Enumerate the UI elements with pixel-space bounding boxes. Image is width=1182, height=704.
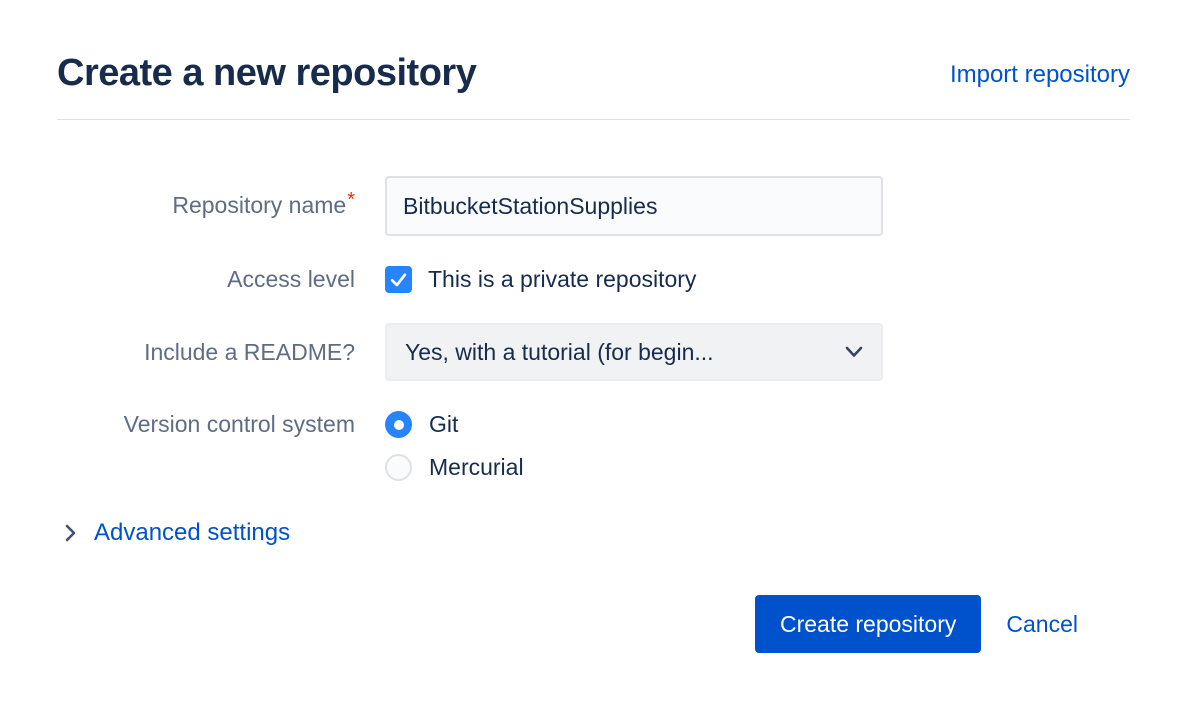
- import-repository-link[interactable]: Import repository: [949, 61, 1130, 88]
- radio-option-git[interactable]: Git: [385, 411, 524, 439]
- git-radio[interactable]: [385, 411, 412, 439]
- check-icon: [390, 273, 407, 287]
- include-readme-label: Include a README?: [144, 338, 355, 365]
- repository-name-label-text: Repository name: [172, 192, 347, 219]
- repository-name-row: Repository name*: [57, 176, 1130, 236]
- cancel-link[interactable]: Cancel: [1006, 610, 1078, 637]
- mercurial-radio-label: Mercurial: [429, 454, 524, 481]
- include-readme-field: Yes, with a tutorial (for begin...: [385, 323, 883, 382]
- git-radio-label: Git: [429, 411, 459, 438]
- chevron-right-icon: [65, 524, 76, 542]
- repository-name-input[interactable]: [385, 176, 883, 236]
- radio-option-mercurial[interactable]: Mercurial: [385, 454, 524, 482]
- form-actions: Create repository Cancel: [57, 595, 1130, 654]
- private-repository-checkbox[interactable]: [385, 266, 412, 294]
- chevron-down-icon: [845, 346, 863, 357]
- page-title: Create a new repository: [57, 52, 477, 94]
- include-readme-selected-value: Yes, with a tutorial (for begin...: [405, 338, 714, 365]
- page-header: Create a new repository Import repositor…: [57, 52, 1130, 120]
- advanced-settings-link[interactable]: Advanced settings: [94, 519, 291, 547]
- version-control-label: Version control system: [123, 411, 355, 438]
- advanced-settings-toggle[interactable]: Advanced settings: [65, 519, 1130, 547]
- access-level-field: This is a private repository: [385, 266, 697, 294]
- mercurial-radio[interactable]: [385, 454, 412, 482]
- create-repository-form: Repository name* Access level This is a …: [57, 176, 1130, 654]
- version-control-field: Git Mercurial: [385, 409, 524, 482]
- access-level-row: Access level This is a private repositor…: [57, 264, 1130, 295]
- include-readme-row: Include a README? Yes, with a tutorial (…: [57, 323, 1130, 382]
- create-repository-button[interactable]: Create repository: [754, 595, 982, 654]
- version-control-row: Version control system Git Mercurial: [57, 409, 1130, 482]
- include-readme-select[interactable]: Yes, with a tutorial (for begin...: [385, 323, 883, 382]
- required-asterisk: *: [347, 189, 355, 212]
- create-repository-page: Create a new repository Import repositor…: [0, 0, 1182, 653]
- private-repository-label: This is a private repository: [428, 266, 697, 293]
- repository-name-label: Repository name*: [57, 190, 355, 221]
- repository-name-field: [385, 176, 883, 236]
- access-level-label: Access level: [227, 266, 355, 292]
